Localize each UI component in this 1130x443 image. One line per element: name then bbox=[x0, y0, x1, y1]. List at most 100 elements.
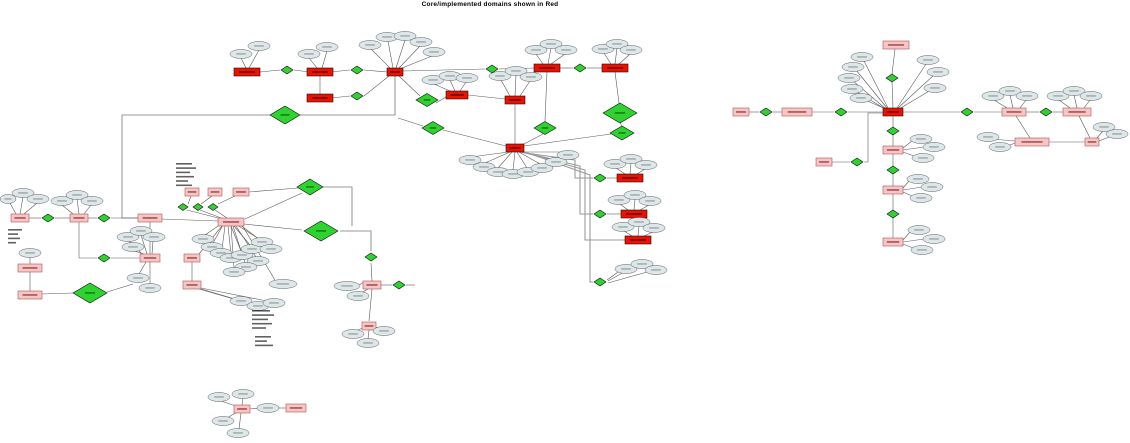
connector-edge bbox=[1083, 99, 1091, 109]
attribute-label bbox=[123, 236, 133, 238]
attribute-label bbox=[563, 154, 573, 156]
attribute-label bbox=[247, 248, 257, 250]
attribute-label bbox=[917, 249, 927, 251]
attribute-node bbox=[850, 52, 874, 62]
connector-edge bbox=[897, 74, 935, 109]
attribute-list-note bbox=[255, 336, 271, 338]
connector-edge bbox=[484, 151, 511, 164]
attribute-label bbox=[618, 226, 628, 228]
attribute-label bbox=[551, 161, 561, 163]
attribute-label bbox=[626, 158, 636, 160]
connector-edge bbox=[603, 52, 612, 65]
connector-edge bbox=[442, 129, 507, 147]
connector-edge bbox=[633, 198, 636, 211]
attribute-label bbox=[916, 197, 926, 199]
attribute-node bbox=[65, 190, 89, 200]
connector-edge bbox=[240, 57, 247, 69]
connector-edge bbox=[23, 202, 38, 215]
entity-label bbox=[14, 217, 26, 219]
entity-label bbox=[236, 191, 246, 193]
attribute-label bbox=[4, 198, 12, 200]
attribute-node bbox=[907, 225, 931, 235]
connector-edge bbox=[200, 195, 213, 205]
connector-edge bbox=[629, 162, 632, 175]
attribute-label bbox=[1069, 90, 1079, 92]
attribute-node bbox=[556, 150, 580, 160]
connector-edge bbox=[902, 186, 923, 191]
connector-edge bbox=[186, 209, 223, 220]
attribute-node bbox=[909, 193, 933, 203]
attribute-label bbox=[322, 46, 332, 48]
connector-edge bbox=[140, 234, 148, 255]
entity-label bbox=[289, 407, 303, 409]
attribute-label bbox=[1053, 95, 1063, 97]
entity-label bbox=[886, 111, 900, 113]
connector-edge bbox=[470, 151, 509, 158]
entity-label bbox=[311, 71, 329, 73]
attribute-node bbox=[455, 73, 479, 83]
attribute-list-note bbox=[252, 314, 274, 316]
attribute-label bbox=[1022, 95, 1032, 97]
connector-edge bbox=[398, 45, 421, 69]
connector-edge bbox=[106, 283, 134, 293]
attribute-list-note bbox=[176, 163, 192, 165]
attribute-label bbox=[257, 241, 267, 243]
connector-edge bbox=[9, 202, 17, 215]
entity-label bbox=[886, 241, 900, 243]
entity-label bbox=[787, 111, 807, 113]
attribute-label bbox=[988, 95, 998, 97]
connector-edge bbox=[197, 287, 236, 300]
entity-label bbox=[311, 97, 329, 99]
attribute-node bbox=[121, 242, 145, 252]
entity-label bbox=[364, 325, 374, 327]
attribute-node bbox=[910, 245, 934, 255]
attribute-label bbox=[445, 75, 455, 77]
attribute-label bbox=[236, 53, 246, 55]
relationship-node bbox=[207, 203, 219, 211]
entity-label bbox=[390, 71, 400, 73]
connector-edge bbox=[1078, 115, 1091, 139]
connector-edge bbox=[241, 397, 244, 406]
connector-edge bbox=[227, 225, 232, 255]
connector-edge bbox=[614, 47, 618, 65]
connector-edge bbox=[518, 151, 541, 165]
attribute-label bbox=[214, 396, 224, 398]
attribute-node bbox=[539, 39, 563, 49]
connector-edge bbox=[1009, 94, 1014, 109]
attribute-node bbox=[607, 195, 631, 205]
attribute-list-note bbox=[8, 241, 16, 244]
attribute-node bbox=[638, 196, 662, 206]
attribute-node bbox=[422, 47, 446, 57]
attribute-list-note bbox=[255, 340, 267, 342]
connector-edge bbox=[330, 69, 351, 73]
entity-label bbox=[1068, 111, 1086, 113]
attribute-label bbox=[379, 330, 389, 332]
connector-edge bbox=[1058, 99, 1071, 109]
connector-edge bbox=[902, 180, 910, 189]
entity-label bbox=[73, 217, 85, 219]
attribute-label bbox=[918, 157, 928, 159]
connector-edge bbox=[512, 151, 516, 171]
attribute-label bbox=[916, 138, 926, 140]
relationship-label bbox=[315, 230, 327, 232]
attribute-node bbox=[603, 159, 627, 169]
attribute-label bbox=[341, 285, 353, 287]
attribute-node bbox=[129, 226, 153, 236]
attribute-label bbox=[847, 88, 857, 90]
attribute-label bbox=[523, 171, 533, 173]
attribute-node bbox=[142, 232, 166, 242]
attribute-label bbox=[241, 266, 251, 268]
entity-label bbox=[187, 191, 197, 193]
attribute-label bbox=[914, 229, 924, 231]
entity-label bbox=[187, 257, 197, 259]
entity-label bbox=[886, 149, 900, 151]
entity-label bbox=[1006, 111, 1022, 113]
attribute-node bbox=[222, 267, 246, 277]
relationship-node bbox=[593, 277, 607, 287]
entity-label bbox=[736, 111, 746, 113]
connector-edge bbox=[898, 89, 932, 110]
attribute-node bbox=[297, 49, 321, 59]
entity-label bbox=[509, 147, 521, 149]
connector-edge bbox=[370, 262, 373, 282]
